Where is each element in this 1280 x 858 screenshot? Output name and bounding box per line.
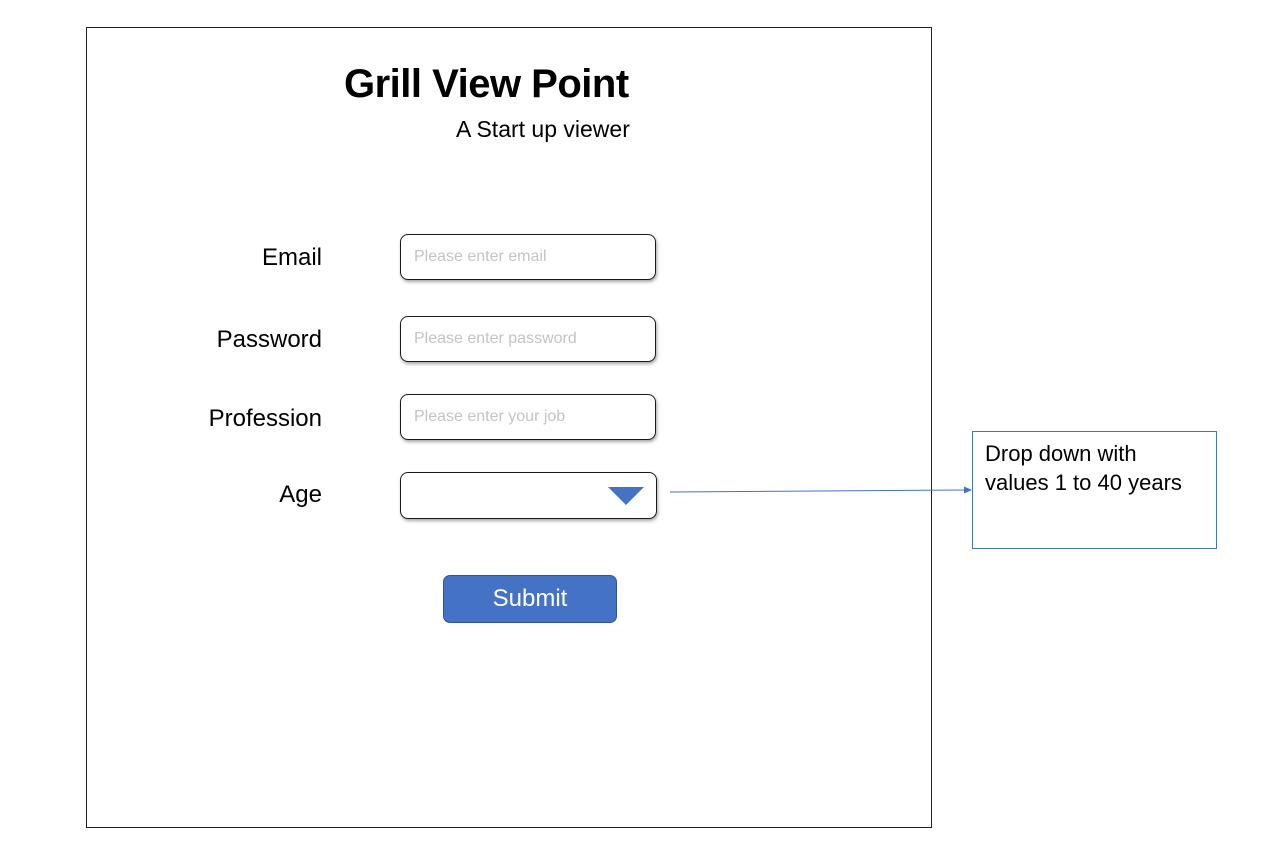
page-subtitle: A Start up viewer (456, 116, 630, 142)
profession-label: Profession (208, 405, 322, 432)
age-label: Age (279, 481, 322, 508)
password-field[interactable] (400, 316, 656, 362)
submit-button[interactable]: Submit (443, 575, 617, 623)
chevron-down-icon[interactable] (608, 487, 644, 505)
page-title: Grill View Point (344, 62, 629, 106)
profession-field[interactable] (400, 394, 656, 440)
email-field[interactable] (400, 234, 656, 280)
password-label: Password (216, 326, 322, 353)
age-dropdown[interactable] (400, 472, 657, 519)
annotation-note: Drop down with values 1 to 40 years (972, 431, 1217, 549)
mockup-frame (86, 27, 932, 828)
email-label: Email (261, 244, 322, 271)
annotation-connector-arrow (670, 486, 972, 494)
